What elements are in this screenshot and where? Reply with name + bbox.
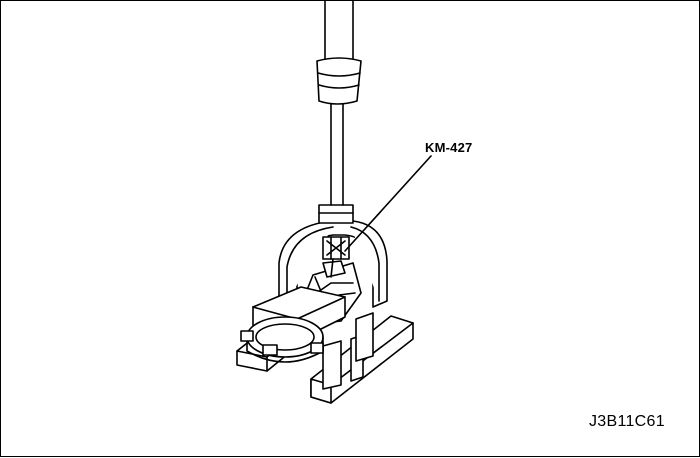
figure-id: J3B11C61 — [589, 413, 665, 430]
piston-ring-holder-icon — [240, 286, 346, 363]
press-frame-icon — [278, 204, 388, 308]
press-ram-icon — [316, 1, 362, 206]
callout-label: KM-427 — [425, 140, 473, 155]
